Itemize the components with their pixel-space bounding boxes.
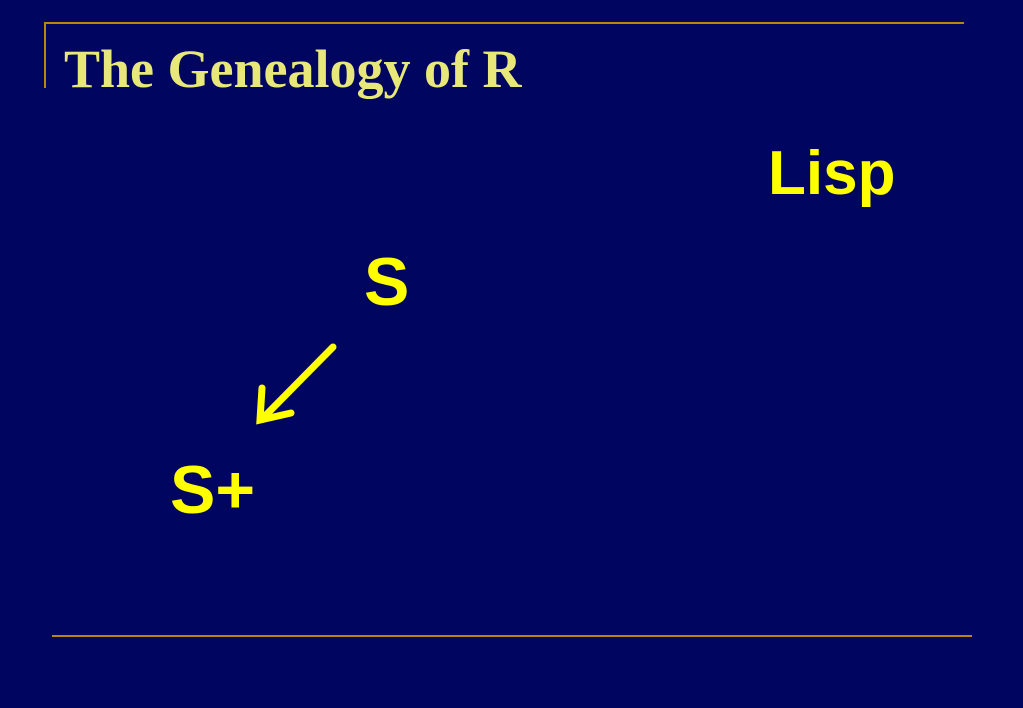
bottom-rule: [52, 635, 972, 637]
arrow-s-to-s-plus: [256, 343, 337, 425]
top-rule: [44, 22, 964, 24]
arrow-shaft: [261, 343, 337, 420]
left-rule: [44, 22, 46, 88]
node-s: S: [364, 244, 410, 320]
node-lisp: Lisp: [768, 139, 896, 208]
arrow-head: [256, 384, 295, 425]
node-s-plus: S+: [170, 452, 256, 528]
slide-title: The Genealogy of R: [64, 39, 522, 99]
